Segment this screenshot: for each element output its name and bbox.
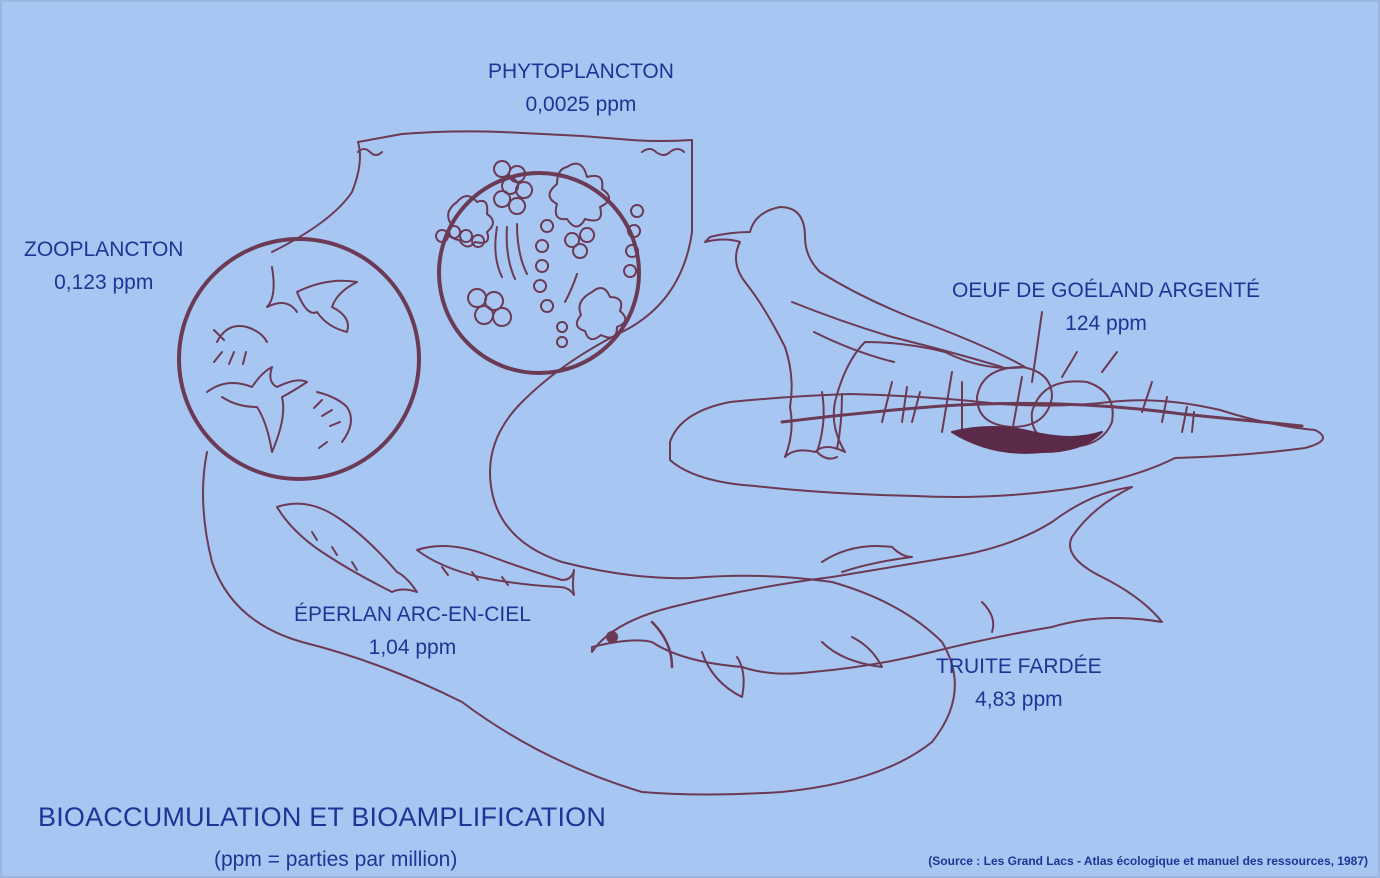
water-outline-left	[272, 142, 360, 252]
trout-value: 4,83 ppm	[936, 684, 1102, 717]
phytoplankton-label: PHYTOPLANCTON 0,0025 ppm	[488, 56, 674, 121]
zooplankton-circle	[179, 239, 419, 479]
trout-body	[592, 487, 1162, 674]
nest-shadow	[952, 427, 1102, 453]
smelt-1	[277, 504, 417, 592]
phytoplankton-name: PHYTOPLANCTON	[488, 56, 674, 89]
gull-egg-label: OEUF DE GOÉLAND ARGENTÉ 124 ppm	[952, 275, 1260, 340]
smelt-fish-icon	[277, 504, 574, 595]
smelt-name: ÉPERLAN ARC-EN-CIEL	[294, 599, 531, 632]
source-note: (Source : Les Grand Lacs - Atlas écologi…	[928, 854, 1368, 868]
shore-line	[782, 403, 1302, 426]
diagram-title: BIOACCUMULATION ET BIOAMPLIFICATION	[38, 802, 606, 833]
zooplankton-name: ZOOPLANCTON	[24, 234, 183, 267]
trout-name: TRUITE FARDÉE	[936, 651, 1102, 684]
trout-fin-top	[822, 546, 912, 572]
gull-nest-icon	[670, 207, 1323, 497]
smelt-value: 1,04 ppm	[294, 632, 531, 665]
trout-label: TRUITE FARDÉE 4,83 ppm	[936, 651, 1102, 716]
zooplankton-icon	[179, 239, 419, 479]
zooplankton-label: ZOOPLANCTON 0,123 ppm	[24, 234, 183, 299]
smelt-2	[417, 546, 574, 595]
gull-egg-name: OEUF DE GOÉLAND ARGENTÉ	[952, 275, 1260, 308]
phytoplankton-icon	[436, 161, 643, 373]
diagram-subtitle: (ppm = parties par million)	[214, 848, 457, 872]
water-outline	[203, 131, 955, 794]
water-surface-ripples	[358, 149, 684, 155]
phytoplankton-value: 0,0025 ppm	[488, 89, 674, 122]
gull-egg-value: 124 ppm	[952, 308, 1260, 341]
zooplankton-value: 0,123 ppm	[24, 267, 183, 300]
smelt-label: ÉPERLAN ARC-EN-CIEL 1,04 ppm	[294, 599, 531, 664]
phytoplankton-circle	[439, 173, 639, 373]
